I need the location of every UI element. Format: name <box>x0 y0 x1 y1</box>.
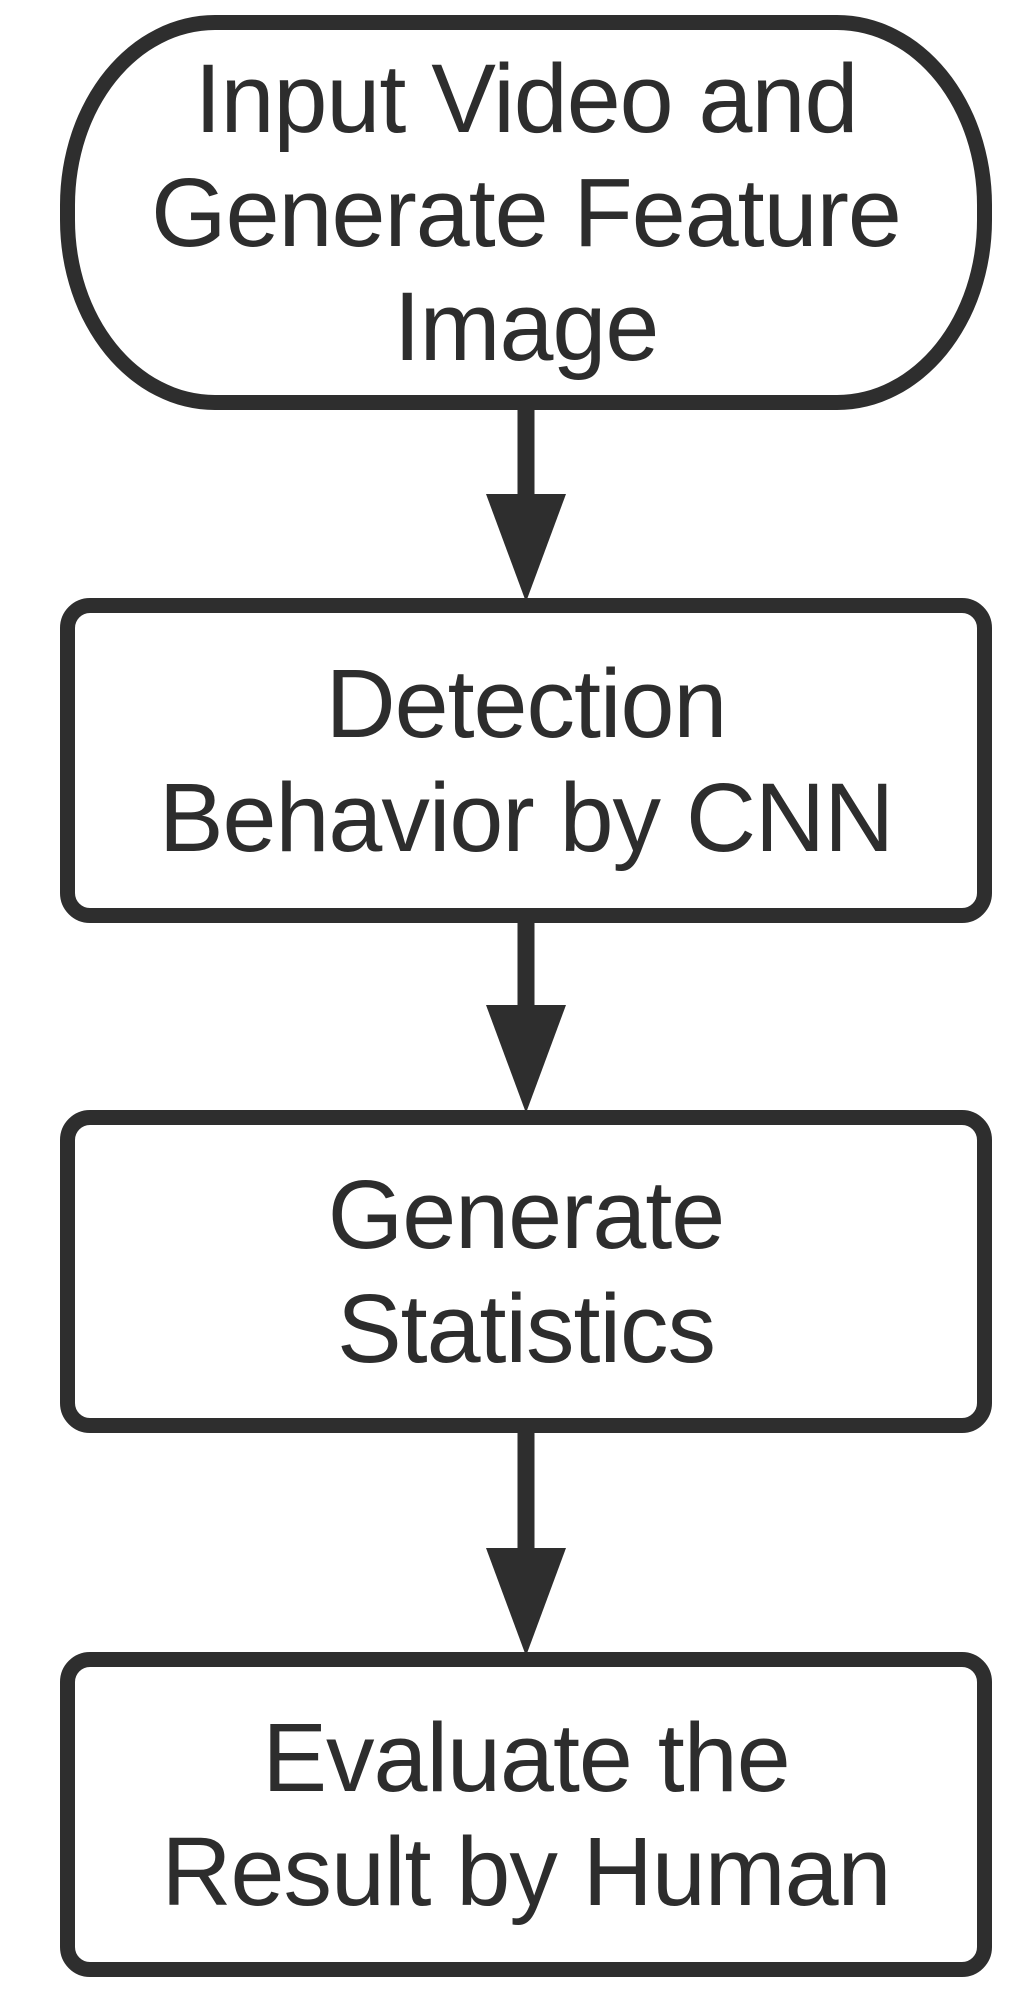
node-evaluate-line-1: Evaluate the <box>262 1702 790 1812</box>
node-input-video-line-3: Image <box>393 271 660 381</box>
node-input-video: Input Video and Generate Feature Image <box>60 15 992 410</box>
node-evaluate-line-2: Result by Human <box>161 1816 892 1926</box>
arrow-head-icon <box>486 494 566 602</box>
flow-arrow-3 <box>486 1429 566 1656</box>
node-statistics-line-2: Statistics <box>336 1273 716 1383</box>
arrow-head-icon <box>486 1005 566 1113</box>
node-generate-statistics: Generate Statistics <box>60 1110 992 1433</box>
arrow-shaft <box>517 919 535 1009</box>
flow-arrow-2 <box>486 919 566 1113</box>
arrow-shaft <box>517 1429 535 1552</box>
flow-arrow-1 <box>486 406 566 602</box>
node-input-video-line-2: Generate Feature <box>151 157 902 267</box>
node-evaluate-result: Evaluate the Result by Human <box>60 1652 992 1977</box>
node-detection-behavior: Detection Behavior by CNN <box>60 598 992 923</box>
node-detection-line-2: Behavior by CNN <box>158 762 894 872</box>
node-input-video-line-1: Input Video and <box>194 43 859 153</box>
arrow-shaft <box>517 406 535 498</box>
node-statistics-line-1: Generate <box>327 1159 725 1269</box>
node-detection-line-1: Detection <box>325 648 728 758</box>
arrow-head-icon <box>486 1548 566 1656</box>
